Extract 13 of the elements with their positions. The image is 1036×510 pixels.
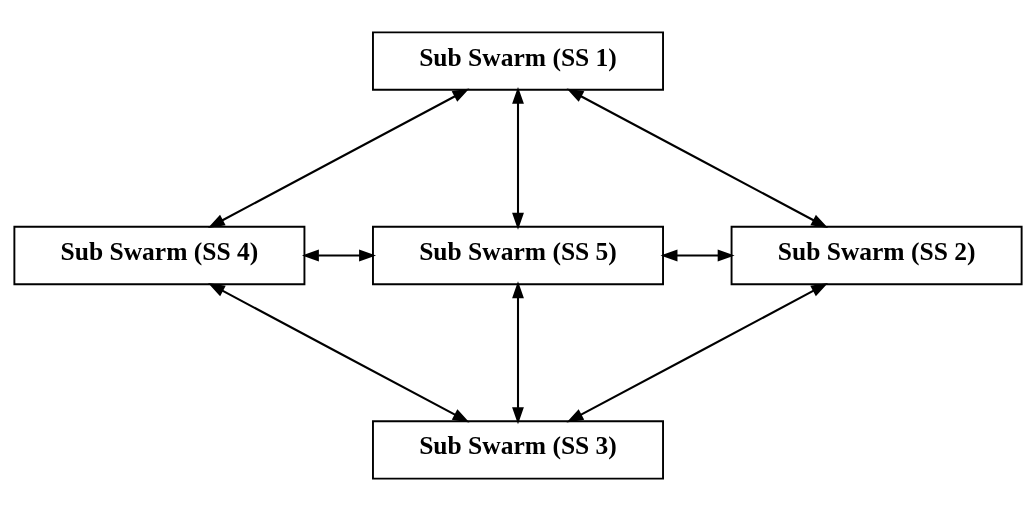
arrow xyxy=(566,282,828,422)
node-box: Sub Swarm (SS 1) xyxy=(372,30,664,91)
node-box: Sub Swarm (SS 5) xyxy=(372,225,664,285)
node-box: Sub Swarm (SS 2) xyxy=(730,225,1023,285)
arrow xyxy=(566,88,829,228)
node-box: Sub Swarm (SS 4) xyxy=(13,225,306,285)
arrow xyxy=(512,86,524,230)
node-box: Sub Swarm (SS 3) xyxy=(372,419,664,480)
arrow xyxy=(207,88,470,228)
arrow xyxy=(660,249,735,261)
arrow xyxy=(208,282,470,422)
arrow xyxy=(301,249,376,261)
arrow xyxy=(512,280,524,424)
